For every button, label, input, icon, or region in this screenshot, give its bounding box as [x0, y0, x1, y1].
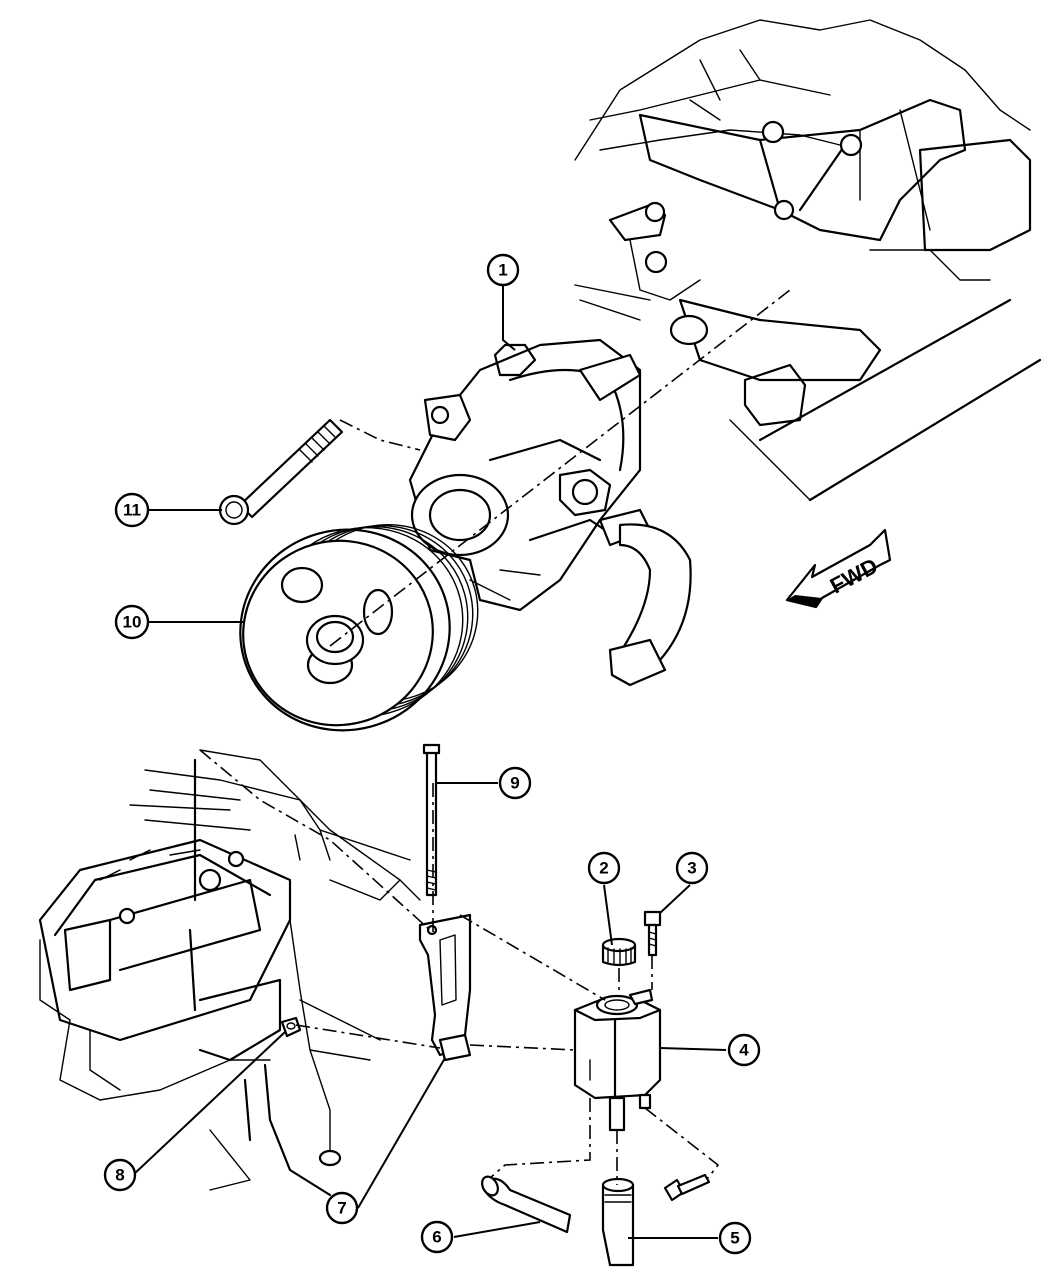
lower-screw-alignment-line	[644, 1107, 720, 1179]
callout-3: 3	[675, 851, 709, 885]
bracket-reservoir-alignment-line	[469, 1044, 576, 1051]
callout-9-number: 9	[510, 774, 519, 793]
mounting-bolt	[218, 418, 344, 526]
reservoir-bracket	[418, 913, 472, 1062]
nut-alignment-line	[295, 1024, 441, 1049]
battery-and-body-illustration	[38, 749, 421, 1197]
hose-6-routing-line	[489, 1098, 591, 1179]
fluid-reservoir	[573, 988, 662, 1132]
screw-part-3	[643, 910, 662, 957]
callout-3-number: 3	[687, 859, 696, 878]
callout-1-number: 1	[498, 261, 507, 280]
pulley	[239, 524, 479, 732]
nut	[280, 1016, 302, 1038]
callout-7: 7	[325, 1191, 359, 1225]
reservoir-cap	[601, 937, 637, 967]
callout-11-number: 11	[123, 501, 141, 520]
hose-part-5	[601, 1177, 635, 1267]
callout-6: 6	[420, 1220, 454, 1254]
callout-5: 5	[718, 1221, 752, 1255]
callout-2-number: 2	[599, 859, 608, 878]
long-bolt	[422, 743, 441, 897]
callout-4-number: 4	[739, 1041, 749, 1060]
bracket-top-alignment-line	[459, 914, 606, 1001]
body-alignment-line	[199, 749, 431, 931]
leader-lines	[132, 285, 727, 1239]
callout-5-number: 5	[730, 1229, 739, 1248]
bolt-alignment-line	[339, 419, 421, 451]
callout-10-number: 10	[123, 613, 142, 632]
callout-10: 10	[114, 604, 150, 640]
pump-axis-line	[329, 289, 791, 647]
screw-lower	[663, 1173, 711, 1202]
callout-7-number: 7	[337, 1199, 346, 1218]
callout-11: 11	[114, 492, 150, 528]
callout-6-number: 6	[432, 1228, 441, 1247]
callout-1: 1	[486, 253, 520, 287]
callout-4: 4	[727, 1033, 761, 1067]
forward-direction-arrow: FWD	[785, 528, 892, 609]
callout-2: 2	[587, 851, 621, 885]
callout-9: 9	[498, 766, 532, 800]
callout-8: 8	[103, 1158, 137, 1192]
engine-bracket-illustration	[574, 19, 1042, 502]
hose-part-6	[481, 1175, 572, 1234]
power-steering-pump	[408, 338, 692, 687]
callout-8-number: 8	[115, 1166, 124, 1185]
